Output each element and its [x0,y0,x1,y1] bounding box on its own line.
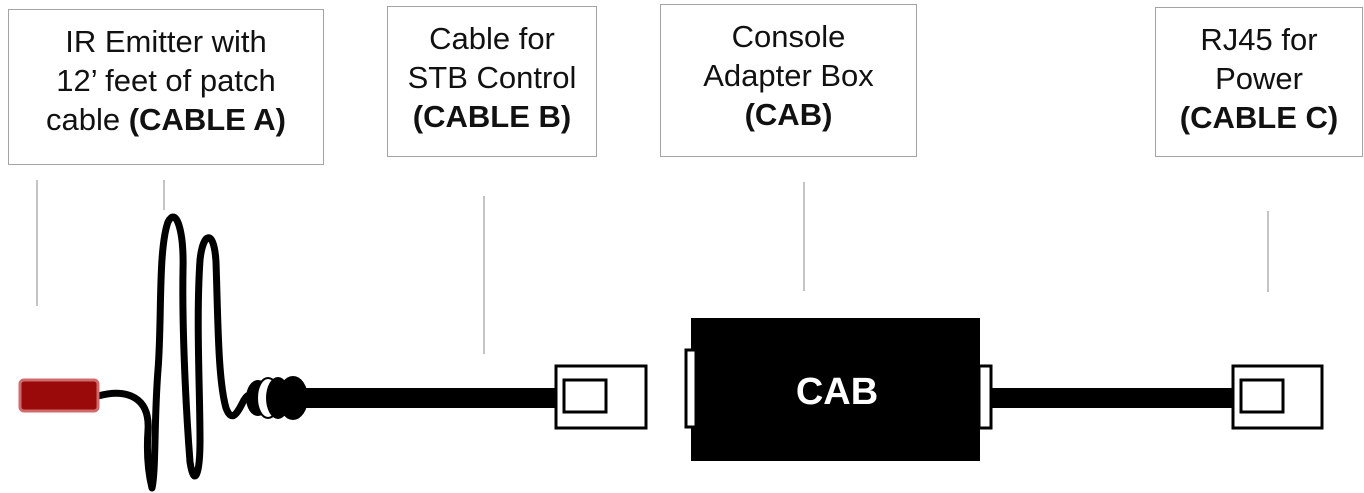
rj45-plug-b-icon [554,364,648,430]
rj45-plug-c-icon [1231,364,1324,430]
power-label-box: RJ45 for Power (CABLE C) [1155,7,1363,157]
ir-emitter-label-box: IR Emitter with 12’ feet of patch cable … [8,9,324,165]
ir-emitter-label-line3: cable (CABLE A) [9,100,323,139]
cable-a-label: (CABLE A) [128,102,286,137]
console-adapter-label-box: Console Adapter Box (CAB) [660,4,917,157]
ir-emitter-label-line1: IR Emitter with [65,24,267,59]
coiled-cable-a [94,213,266,492]
cable-c [991,388,1235,408]
ir-emitter-label-line2: 12’ feet of patch [56,63,276,98]
cab-label: (CAB) [744,97,833,132]
coupler-icon [246,376,308,420]
power-label-line2: Power [1215,61,1303,96]
console-adapter-box: CAB [684,318,993,461]
stb-control-label-line1: Cable for [429,21,555,56]
cable-b [296,388,564,408]
stb-control-label-line2: STB Control [407,60,577,95]
cable-c-label: (CABLE C) [1179,100,1339,135]
cable-b-label: (CABLE B) [412,99,572,134]
coil-path [94,213,266,492]
ir-emitter-icon [18,378,100,413]
stb-control-label-box: Cable for STB Control (CABLE B) [387,6,597,157]
cab-port-left [684,348,698,429]
console-adapter-label-line2: Adapter Box [703,58,874,93]
cab-port-right [977,364,993,430]
cab-body [691,318,980,461]
console-adapter-label-line1: Console [731,19,846,54]
leader-lines [36,180,1269,354]
cab-box-label: CAB [796,371,878,413]
power-label-line1: RJ45 for [1200,22,1318,57]
ir-emitter-label-prefix: cable [45,102,129,137]
